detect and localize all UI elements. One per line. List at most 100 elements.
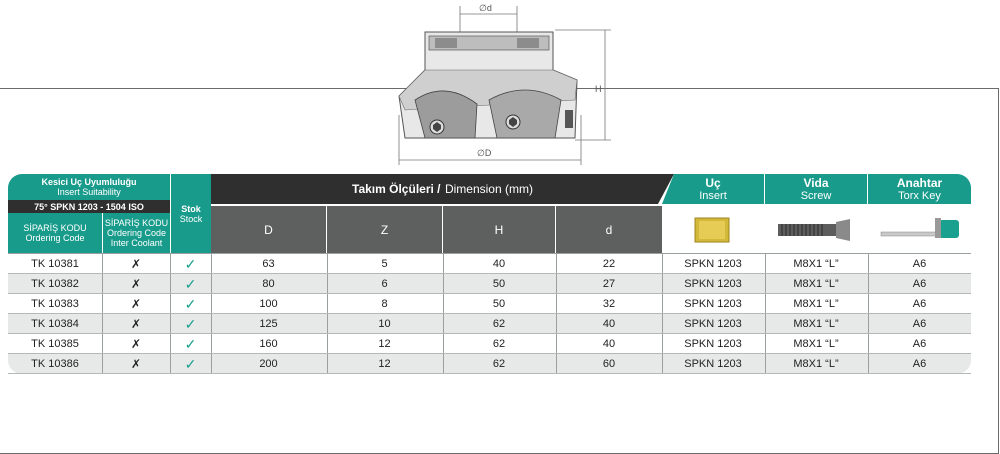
column-divider <box>170 334 171 354</box>
suitability-title: Kesici Uç Uyumluluğu <box>41 177 137 187</box>
column-divider <box>868 254 869 274</box>
column-divider <box>102 354 103 374</box>
cell-Z: 6 <box>381 278 388 290</box>
cell-H: 62 <box>492 318 506 330</box>
column-divider <box>868 334 869 354</box>
column-divider <box>662 314 663 334</box>
column-divider <box>765 334 766 354</box>
column-divider <box>662 354 663 374</box>
cell-screw: M8X1 “L” <box>793 258 839 270</box>
cell-code: TK 10384 <box>31 318 79 330</box>
cell-screw: M8X1 “L” <box>793 318 839 330</box>
torx-key-image <box>868 206 971 253</box>
cell-D: 63 <box>262 258 275 270</box>
cell-stock: ✓ <box>184 335 197 352</box>
cell-coolant: ✗ <box>130 277 142 291</box>
column-divider <box>443 254 444 274</box>
column-divider <box>765 254 766 274</box>
cell-insert: SPKN 1203 <box>684 278 742 290</box>
screw-en: Screw <box>800 189 832 202</box>
key-header: Anahtar Torx Key <box>868 174 971 204</box>
cell-insert: SPKN 1203 <box>684 258 742 270</box>
cell-screw: M8X1 “L” <box>793 358 839 370</box>
cell-D: 200 <box>259 358 278 370</box>
column-divider <box>556 274 557 294</box>
cell-H: 40 <box>492 258 506 270</box>
cell-key: A6 <box>912 338 927 350</box>
column-divider <box>662 274 663 294</box>
cell-Z: 5 <box>381 258 388 270</box>
cell-stock: ✓ <box>184 295 197 312</box>
cell-insert: SPKN 1203 <box>684 298 742 310</box>
column-divider <box>765 314 766 334</box>
screw-tr: Vida <box>803 175 829 190</box>
column-divider <box>868 354 869 374</box>
coolant-code-tr: SİPARİŞ KODU <box>104 218 169 228</box>
cell-insert: SPKN 1203 <box>684 318 742 330</box>
cell-d: 27 <box>602 278 616 290</box>
cell-D: 125 <box>259 318 278 330</box>
column-divider <box>170 294 171 314</box>
cell-code: TK 10381 <box>31 258 79 270</box>
cell-insert: SPKN 1203 <box>684 358 742 370</box>
suitability-header: Kesici Uç Uyumluluğu Insert Suitability <box>8 174 170 200</box>
cell-key: A6 <box>912 298 927 310</box>
cell-stock: ✓ <box>184 275 197 292</box>
cell-d: 60 <box>602 358 616 370</box>
stock-tr: Stok <box>181 203 201 214</box>
col-Z-header: Z <box>327 206 442 253</box>
row-divider <box>8 293 971 294</box>
dim-d-label: ∅d <box>479 3 492 13</box>
dim-h-label: H <box>595 84 602 94</box>
cell-key: A6 <box>912 318 927 330</box>
column-divider <box>170 274 171 294</box>
cell-d: 40 <box>602 318 616 330</box>
column-divider <box>556 294 557 314</box>
column-divider <box>443 294 444 314</box>
cell-key: A6 <box>912 258 927 270</box>
row-divider <box>8 333 971 334</box>
cell-code: TK 10382 <box>31 278 79 290</box>
insert-header: Uç Insert <box>662 174 764 204</box>
column-divider <box>868 274 869 294</box>
ordering-code-tr: SİPARİŞ KODU <box>23 223 87 233</box>
coolant-code-header: SİPARİŞ KODU Ordering Code Inter Coolant <box>102 213 170 253</box>
header-divider <box>8 253 971 254</box>
column-divider <box>443 274 444 294</box>
cell-screw: M8X1 “L” <box>793 278 839 290</box>
cell-stock: ✓ <box>184 355 197 372</box>
cell-Z: 8 <box>381 298 388 310</box>
column-divider <box>327 354 328 374</box>
cell-screw: M8X1 “L” <box>793 338 839 350</box>
cell-D: 80 <box>262 278 275 290</box>
column-divider <box>443 334 444 354</box>
column-divider <box>868 314 869 334</box>
column-divider <box>102 294 103 314</box>
column-divider <box>211 314 212 334</box>
column-divider <box>765 354 766 374</box>
column-divider <box>102 254 103 274</box>
column-divider <box>556 314 557 334</box>
ordering-code-header: SİPARİŞ KODU Ordering Code <box>8 213 102 253</box>
cell-coolant: ✗ <box>130 297 142 311</box>
column-divider <box>170 254 171 274</box>
column-divider <box>556 334 557 354</box>
screw-header: Vida Screw <box>765 174 867 204</box>
cell-insert: SPKN 1203 <box>684 338 742 350</box>
insert-spec: 75° SPKN 1203 - 1504 ISO <box>8 200 170 213</box>
column-divider <box>662 254 663 274</box>
dim-D-label: ∅D <box>477 148 492 158</box>
column-divider <box>765 274 766 294</box>
cell-stock: ✓ <box>184 315 197 332</box>
column-divider <box>327 334 328 354</box>
coolant-code-extra: Inter Coolant <box>110 238 163 248</box>
col-H-header: H <box>443 206 555 253</box>
cell-H: 50 <box>492 278 506 290</box>
column-divider <box>662 334 663 354</box>
cell-coolant: ✗ <box>130 337 142 351</box>
column-divider <box>556 354 557 374</box>
column-divider <box>868 294 869 314</box>
cell-Z: 12 <box>378 358 391 370</box>
